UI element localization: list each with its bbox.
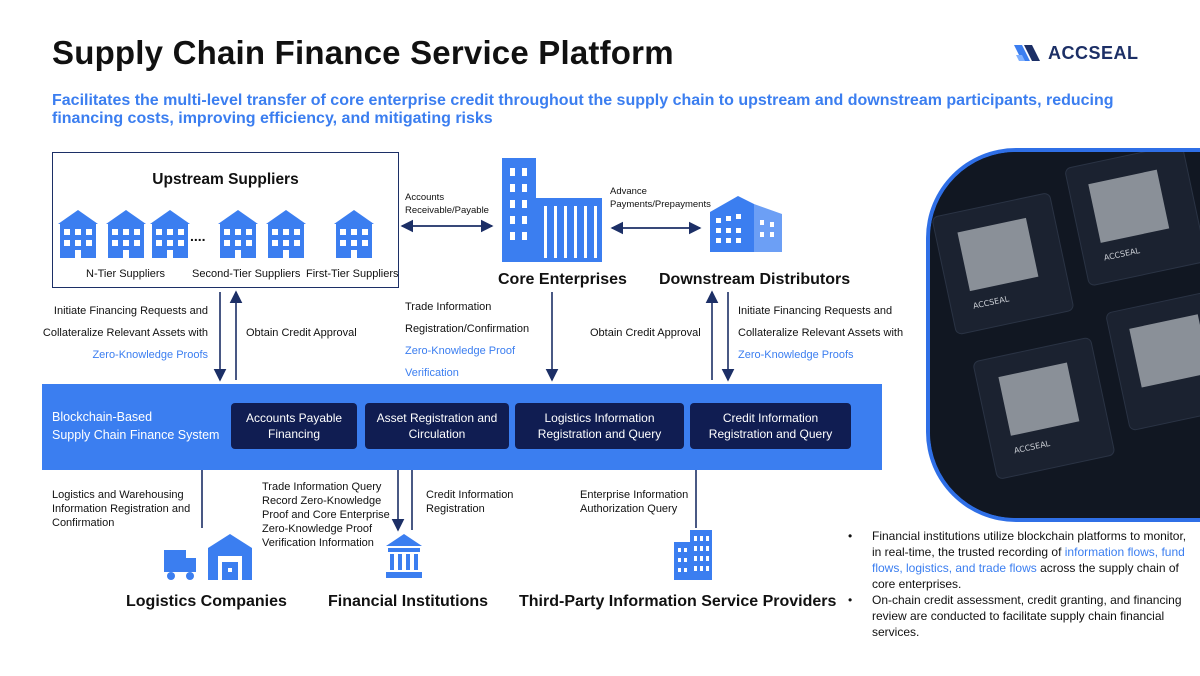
downstream-distributor-icon	[710, 196, 782, 252]
core-enterprise-icon	[502, 158, 602, 262]
core-enterprises-title: Core Enterprises	[498, 271, 627, 288]
downstream-distributors-title: Downstream Distributors	[659, 271, 851, 288]
flow-label-obtain-credit-2: Obtain Credit Approval	[590, 327, 701, 339]
flow-label-logistics: Logistics and Warehousing Information Re…	[52, 489, 191, 529]
suppliers-ellipsis: ....	[190, 228, 206, 244]
bullet-list: Financial institutions utilize blockchai…	[848, 528, 1188, 640]
bank-icon	[386, 534, 422, 578]
office-building-icon	[674, 530, 712, 580]
chip-photo: ACCSEAL ACCSEAL ACCSEAL	[930, 152, 1200, 518]
logistics-companies-title: Logistics Companies	[126, 593, 287, 610]
logo-wordmark: ACCSEAL	[1048, 42, 1139, 63]
flow-label-enterprise-auth: Enterprise Information Authorization Que…	[580, 489, 689, 515]
tier-label-first: First-Tier Suppliers	[306, 268, 399, 280]
tier-label-n: N-Tier Suppliers	[86, 268, 166, 280]
flow-label-upstream-financing: Initiate Financing Requests and Collater…	[42, 305, 208, 361]
blockchain-system-label: Blockchain-Based Supply Chain Finance Sy…	[52, 410, 220, 442]
tier-label-second: Second-Tier Suppliers	[192, 268, 301, 280]
flow-label-advance: Advance Payments/Prepayments	[610, 186, 711, 210]
logistics-truck-warehouse-icon	[164, 534, 252, 580]
flow-label-trade-query: Trade Information Query Record Zero-Know…	[262, 481, 390, 549]
brand-logo: ACCSEAL	[1012, 40, 1139, 66]
accseal-logo-icon	[1014, 45, 1040, 61]
third-party-providers-title: Third-Party Information Service Provider…	[519, 593, 837, 610]
bullet-item: On-chain credit assessment, credit grant…	[848, 592, 1188, 640]
chip-image-panel: ACCSEAL ACCSEAL ACCSEAL	[926, 148, 1200, 522]
flow-label-trade-info: Trade Information Registration/Confirmat…	[405, 301, 530, 379]
flow-label-downstream-financing: Initiate Financing Requests and Collater…	[738, 305, 904, 361]
page-subtitle: Facilitates the multi-level transfer of …	[52, 92, 1114, 127]
flow-label-obtain-credit-1: Obtain Credit Approval	[246, 327, 357, 339]
upstream-suppliers-title: Upstream Suppliers	[152, 171, 299, 188]
financial-institutions-title: Financial Institutions	[328, 593, 489, 610]
flow-label-accounts: Accounts Receivable/Payable	[405, 192, 489, 216]
bullet-item: Financial institutions utilize blockchai…	[848, 528, 1188, 592]
flow-label-credit-registration: Credit Information Registration	[426, 489, 514, 515]
page-title: Supply Chain Finance Service Platform	[52, 34, 674, 71]
